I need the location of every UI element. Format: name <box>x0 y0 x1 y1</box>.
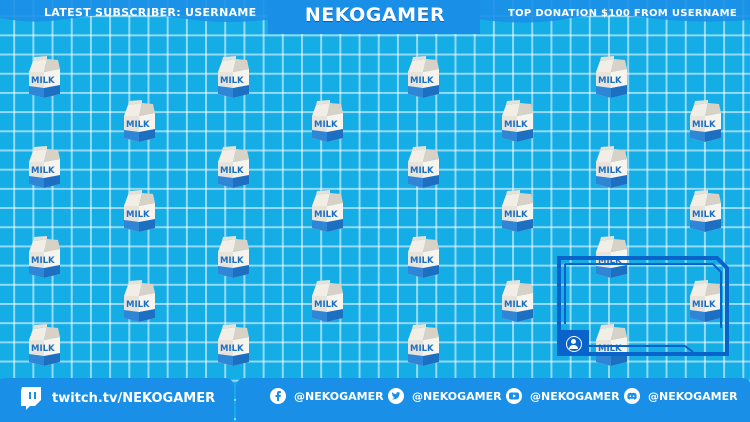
milk-carton-icon <box>214 56 252 100</box>
milk-carton-icon <box>308 190 346 234</box>
twitch-icon <box>21 387 41 410</box>
twitch-url: twitch.tv/NEKOGAMER <box>52 390 216 406</box>
webcam-frame <box>557 256 729 356</box>
milk-carton-icon <box>404 236 442 280</box>
milk-carton-icon <box>25 56 63 100</box>
milk-carton-icon <box>25 324 63 368</box>
milk-carton-icon <box>498 280 536 324</box>
milk-carton-icon <box>120 280 158 324</box>
milk-carton-icon <box>308 280 346 324</box>
social-discord[interactable]: @NEKOGAMER <box>624 388 738 404</box>
top-donation-label: TOP DONATION $100 FROM USERNAME <box>508 8 737 19</box>
youtube-icon <box>506 388 522 404</box>
milk-carton-icon <box>120 100 158 144</box>
milk-carton-icon <box>214 236 252 280</box>
social-handle: @NEKOGAMER <box>530 389 620 403</box>
social-handle: @NEKOGAMER <box>648 389 738 403</box>
milk-carton-icon <box>120 190 158 234</box>
social-facebook[interactable]: @NEKOGAMER <box>270 388 384 404</box>
milk-carton-icon <box>214 324 252 368</box>
milk-carton-icon <box>25 236 63 280</box>
milk-carton-icon <box>214 146 252 190</box>
milk-carton-icon <box>498 100 536 144</box>
milk-carton-icon <box>404 56 442 100</box>
milk-carton-icon <box>308 100 346 144</box>
discord-icon <box>624 388 640 404</box>
twitch-link[interactable]: twitch.tv/NEKOGAMER <box>20 386 215 410</box>
twitter-icon <box>388 388 404 404</box>
user-icon <box>566 336 582 352</box>
social-youtube[interactable]: @NEKOGAMER <box>506 388 620 404</box>
milk-carton-icon <box>686 100 724 144</box>
channel-title: NEKOGAMER <box>304 4 446 26</box>
social-handle: @NEKOGAMER <box>294 389 384 403</box>
milk-carton-icon <box>498 190 536 234</box>
social-twitter[interactable]: @NEKOGAMER <box>388 388 502 404</box>
milk-carton-icon <box>592 56 630 100</box>
facebook-icon <box>270 388 286 404</box>
milk-carton-icon <box>404 146 442 190</box>
milk-carton-icon <box>404 324 442 368</box>
milk-carton-icon <box>686 190 724 234</box>
milk-carton-icon <box>25 146 63 190</box>
milk-carton-icon <box>592 146 630 190</box>
latest-subscriber-label: LATEST SUBSCRIBER: USERNAME <box>44 6 257 19</box>
bottom-bar <box>0 378 750 422</box>
social-handle: @NEKOGAMER <box>412 389 502 403</box>
top-bar: LATEST SUBSCRIBER: USERNAME NEKOGAMER TO… <box>0 0 750 34</box>
